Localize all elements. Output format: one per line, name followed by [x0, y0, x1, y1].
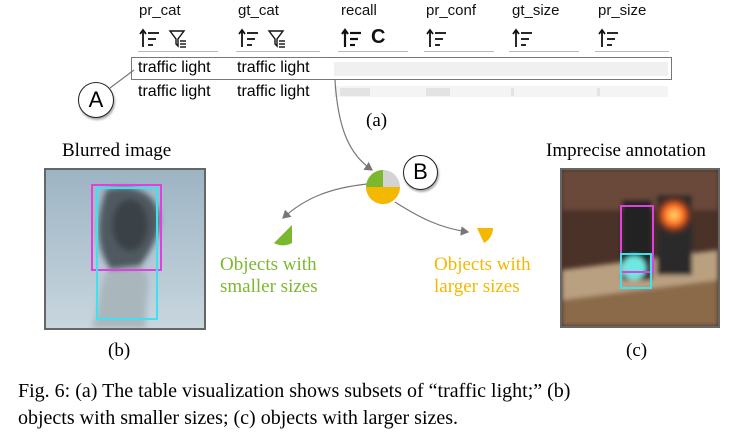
- cell-pr-cat: traffic light: [138, 83, 211, 100]
- recall-bar: [340, 88, 370, 96]
- color-toggle-icon[interactable]: C: [371, 26, 386, 48]
- cell-pr-cat: traffic light: [138, 59, 211, 76]
- annotation-image-content: [562, 170, 718, 326]
- orange-wedge: [477, 228, 493, 243]
- blurred-image: [44, 168, 206, 330]
- pie-orange-slice: [366, 187, 383, 204]
- figure-caption: Fig. 6: (a) The table visualization show…: [18, 378, 570, 432]
- header-divider: [424, 51, 494, 52]
- cell-gt-cat: traffic light: [237, 59, 310, 76]
- larger-sizes-label: Objects with larger sizes: [434, 254, 531, 298]
- header-divider: [595, 51, 669, 52]
- pie-green-slice: [366, 170, 383, 187]
- prediction-box: [620, 253, 652, 289]
- pie-orange-slice-2: [383, 187, 400, 204]
- ground-truth-box: [620, 205, 654, 273]
- column-header-pr-cat: pr_cat: [139, 2, 181, 19]
- filter-icon[interactable]: [267, 30, 285, 48]
- sort-icon[interactable]: [598, 28, 622, 50]
- header-divider: [236, 51, 320, 52]
- subfigure-label-c: (c): [626, 340, 648, 361]
- pr-cat-icons: [139, 28, 186, 48]
- imprecise-annotation-title: Imprecise annotation: [546, 140, 706, 161]
- green-wedge: [274, 225, 292, 246]
- sort-icon[interactable]: [512, 28, 536, 50]
- pr-conf-bar: [426, 88, 450, 96]
- marker-a: A: [78, 82, 114, 118]
- marker-b: B: [403, 155, 438, 190]
- annotation-image: [560, 168, 720, 328]
- subfigure-label-b: (b): [108, 340, 131, 361]
- column-header-gt-cat: gt_cat: [238, 2, 279, 19]
- marker-a-connector: [109, 69, 135, 89]
- filter-icon[interactable]: [168, 30, 186, 48]
- header-divider: [138, 51, 218, 52]
- cell-gt-cat: traffic light: [237, 83, 310, 100]
- row-highlight: [334, 62, 668, 76]
- blurred-image-content: [46, 170, 204, 328]
- smaller-label-line2: smaller sizes: [220, 276, 318, 297]
- column-header-pr-conf: pr_conf: [426, 2, 477, 19]
- smaller-label-line1: Objects with: [220, 254, 317, 275]
- larger-label-line2: larger sizes: [434, 276, 520, 297]
- larger-label-line1: Objects with: [434, 254, 531, 275]
- gt-cat-icons: [238, 28, 285, 48]
- arrow-table-to-pie: [334, 79, 373, 171]
- category-pie: [366, 170, 400, 204]
- header-divider: [338, 51, 408, 52]
- ground-truth-box: [96, 187, 158, 320]
- caption-line-2: objects with smaller sizes; (c) objects …: [18, 407, 459, 429]
- column-header-pr-size: pr_size: [598, 2, 647, 19]
- smaller-sizes-label: Objects with smaller sizes: [220, 254, 318, 298]
- subfigure-label-a: (a): [366, 110, 388, 131]
- sort-icon[interactable]: [341, 28, 365, 50]
- column-header-gt-size: gt_size: [512, 2, 560, 19]
- arrow-to-smaller: [282, 183, 368, 219]
- column-header-recall: recall: [341, 2, 377, 19]
- caption-line-1: Fig. 6: (a) The table visualization show…: [18, 380, 571, 402]
- blurred-image-title: Blurred image: [62, 140, 172, 161]
- row-background: [334, 86, 668, 97]
- header-divider: [509, 51, 579, 52]
- sort-icon[interactable]: [238, 28, 258, 47]
- sort-icon[interactable]: [426, 28, 450, 50]
- gt-size-bar: [511, 88, 514, 96]
- sort-icon[interactable]: [139, 28, 159, 47]
- prediction-box: [91, 184, 162, 271]
- pr-size-bar: [597, 88, 600, 96]
- arrow-to-larger: [394, 201, 470, 236]
